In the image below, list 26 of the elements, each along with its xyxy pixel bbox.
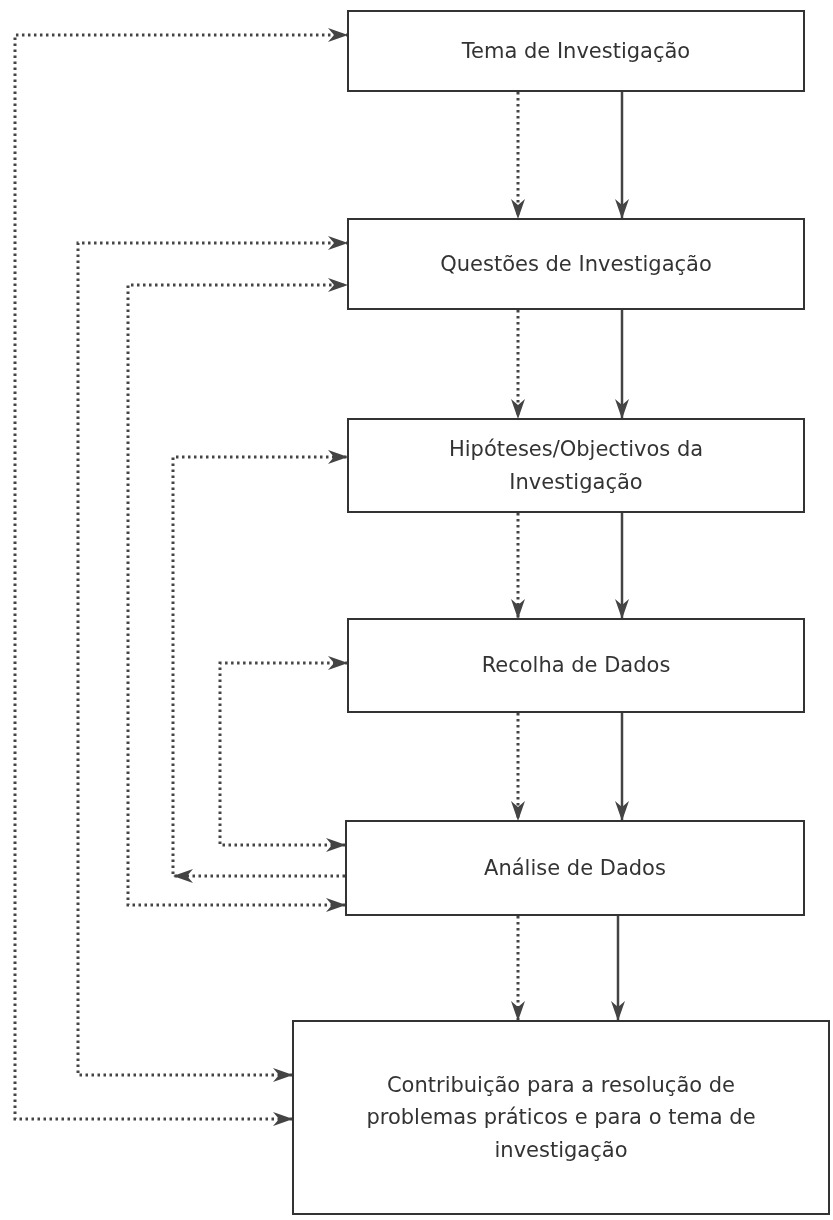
dotted-arrow — [76, 236, 348, 1082]
process-box — [347, 218, 805, 310]
arrow — [615, 513, 629, 619]
arrow — [615, 310, 629, 419]
process-box — [292, 1020, 830, 1215]
box-label: Questões de Investigação — [440, 250, 712, 278]
dotted-arrow — [511, 916, 525, 1021]
box-label: Contribuição para a resolução de problemas práticos e para o tema de investigação — [365, 1071, 757, 1164]
dotted-arrow — [511, 713, 525, 821]
process-box — [347, 10, 805, 92]
dotted-arrow — [218, 656, 348, 852]
process-box — [347, 418, 805, 513]
box-label: Análise de Dados — [484, 854, 666, 882]
arrow — [611, 916, 625, 1021]
box-label: Hipóteses/Objectivos da Investigação — [447, 435, 705, 496]
box-label: Tema de Investigação — [461, 37, 691, 65]
dotted-arrow — [126, 278, 348, 912]
dotted-arrow — [511, 310, 525, 419]
dotted-arrow — [13, 28, 348, 1127]
process-box — [347, 618, 805, 713]
dotted-arrow — [511, 513, 525, 619]
box-label: Recolha de Dados — [481, 652, 671, 680]
dotted-arrow — [511, 92, 525, 219]
arrow — [615, 92, 629, 219]
arrow — [615, 713, 629, 821]
process-box — [345, 820, 805, 916]
